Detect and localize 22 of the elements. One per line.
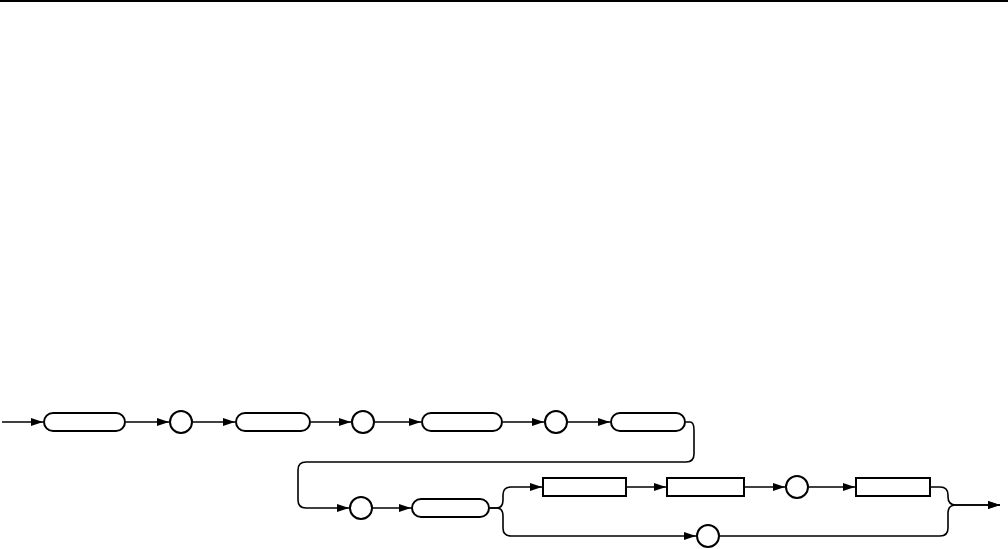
arrow bbox=[125, 418, 170, 426]
arrow bbox=[719, 501, 1001, 537]
arrow bbox=[1, 418, 44, 426]
arrow bbox=[192, 418, 236, 426]
rounded-box bbox=[421, 412, 503, 432]
arrow bbox=[744, 483, 786, 491]
arrow bbox=[808, 483, 856, 491]
arrow bbox=[372, 504, 412, 512]
arrow bbox=[567, 418, 611, 426]
arrow bbox=[502, 418, 545, 426]
arrow bbox=[374, 418, 422, 426]
rectangle-box bbox=[666, 477, 745, 497]
rectangle-box bbox=[542, 477, 627, 497]
rounded-box bbox=[411, 498, 490, 518]
rounded-box bbox=[610, 412, 686, 432]
rounded-box bbox=[235, 412, 311, 432]
arrow bbox=[489, 507, 697, 540]
arrow bbox=[626, 483, 667, 491]
arrow bbox=[310, 418, 352, 426]
rectangle-box bbox=[855, 477, 931, 497]
arrow bbox=[297, 421, 695, 512]
rounded-box bbox=[43, 412, 126, 432]
